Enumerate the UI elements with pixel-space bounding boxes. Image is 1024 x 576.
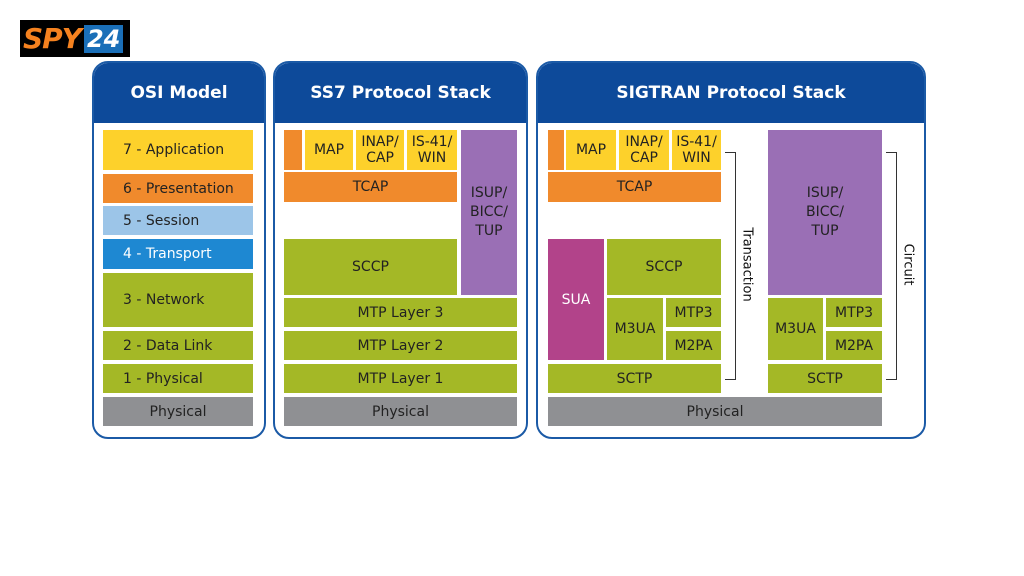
osi-network-layer: 3 - Network [103,273,253,327]
ss7-mtp-layer-3: MTP Layer 3 [284,298,517,327]
sigtran-tcap: TCAP [548,172,721,202]
osi-transport-layer: 4 - Transport [103,239,253,269]
sigtran-tcap-left-bar [548,130,564,170]
sigtran-title: SIGTRAN Protocol Stack [538,63,924,123]
ss7-mtp-layer-2: MTP Layer 2 [284,331,517,360]
transaction-label: Transaction [739,227,755,302]
sigtran-is41-win: IS-41/ WIN [672,130,721,170]
ss7-is41-win-label: IS-41/ WIN [411,134,453,166]
sigtran-map: MAP [566,130,616,170]
ss7-panel: SS7 Protocol Stack MAP INAP/ CAP IS-41/ … [273,61,528,439]
ss7-inap-cap: INAP/ CAP [356,130,404,170]
sigtran-sctp-left: SCTP [548,364,721,393]
sigtran-mtp3-left: MTP3 [666,298,721,327]
sigtran-panel: SIGTRAN Protocol Stack MAP INAP/ CAP IS-… [536,61,926,439]
sigtran-isup-label: ISUP/ BICC/ TUP [805,185,844,239]
sigtran-mtp3-right: MTP3 [826,298,882,327]
osi-model-title: OSI Model [94,63,264,123]
sigtran-is41-win-label: IS-41/ WIN [676,134,717,166]
ss7-is41-win: IS-41/ WIN [407,130,457,170]
sigtran-inap-cap-label: INAP/ CAP [625,134,663,166]
osi-session-layer: 5 - Session [103,206,253,235]
sigtran-sccp: SCCP [607,239,721,295]
circuit-label: Circuit [900,243,916,286]
ss7-inap-cap-label: INAP/ CAP [361,134,399,166]
sigtran-m3ua-left: M3UA [607,298,663,360]
ss7-physical: Physical [284,397,517,426]
ss7-tcap-left-bar [284,130,302,170]
sigtran-m3ua-right: M3UA [768,298,823,360]
osi-physical-base: Physical [103,397,253,426]
transaction-bracket [725,152,736,380]
ss7-title: SS7 Protocol Stack [275,63,526,123]
osi-application-layer: 7 - Application [103,130,253,170]
sigtran-physical: Physical [548,397,882,426]
ss7-isup-bicc-tup: ISUP/ BICC/ TUP [461,130,517,295]
circuit-bracket [886,152,897,380]
sigtran-isup-bicc-tup: ISUP/ BICC/ TUP [768,130,882,295]
sigtran-m2pa-left: M2PA [666,331,721,360]
ss7-map: MAP [305,130,353,170]
osi-presentation-layer: 6 - Presentation [103,174,253,203]
sigtran-inap-cap: INAP/ CAP [619,130,669,170]
ss7-mtp-layer-1: MTP Layer 1 [284,364,517,393]
logo-spy-text: SPY [23,22,82,55]
ss7-sccp: SCCP [284,239,457,295]
sigtran-m2pa-right: M2PA [826,331,882,360]
sigtran-sua: SUA [548,239,604,360]
ss7-isup-label: ISUP/ BICC/ TUP [469,185,508,239]
sigtran-sctp-right: SCTP [768,364,882,393]
osi-physical-layer: 1 - Physical [103,364,253,393]
spy24-logo: SPY 24 [20,20,130,57]
ss7-tcap: TCAP [284,172,457,202]
logo-number: 24 [83,24,124,53]
osi-model-panel: OSI Model 7 - Application 6 - Presentati… [92,61,266,439]
osi-data-link-layer: 2 - Data Link [103,331,253,360]
